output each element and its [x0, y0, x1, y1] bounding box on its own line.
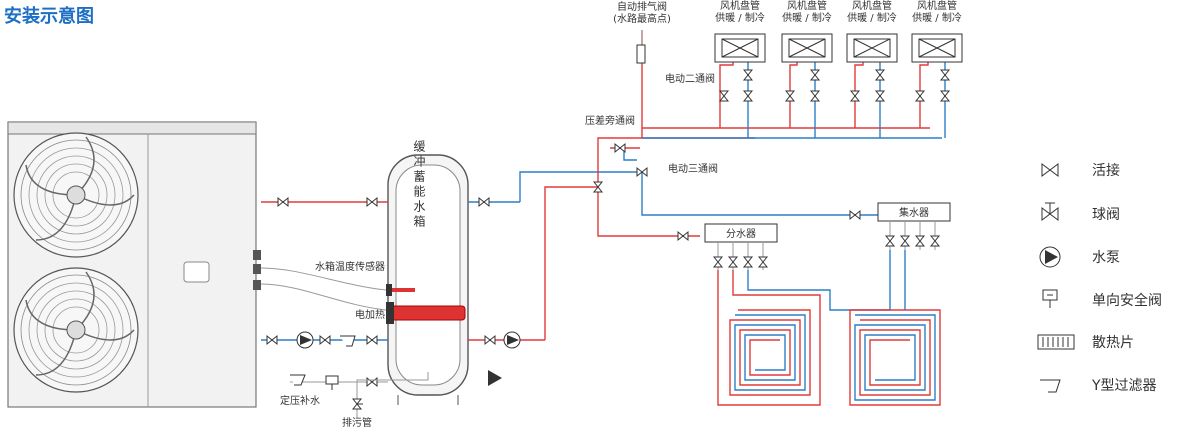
refill-drain — [290, 372, 429, 418]
motor-two-way-label: 电动二通阀 — [665, 72, 715, 85]
page-title: 安装示意图 — [4, 6, 94, 27]
legend-label-radiator: 散热片 — [1092, 335, 1134, 351]
fan-coil-4 — [911, 33, 963, 63]
pipes-tank-system — [468, 171, 637, 341]
legend-label-pump: 水泵 — [1092, 250, 1120, 266]
manifold-return-label: 集水器 — [899, 206, 929, 219]
fan-coil-sub-label-3: 供暖 / 制冷 — [847, 11, 897, 24]
heat-pump-unit — [7, 121, 261, 408]
floor-heating-loops — [717, 250, 941, 406]
drain-pipe-label: 排污管 — [342, 416, 372, 429]
fan-coil-label-3: 风机盘管 — [852, 0, 892, 12]
fan-coil-label-2: 风机盘管 — [787, 0, 827, 12]
fan-coil-3 — [846, 33, 898, 63]
ball-valve-icon — [1041, 202, 1059, 221]
y-filter-icon — [1040, 379, 1061, 393]
union-icon — [1041, 163, 1059, 177]
legend-label-union: 活接 — [1092, 162, 1120, 179]
buffer-tank-label: 缓冲蓄能水箱 — [412, 140, 426, 230]
fan-coil-sub-label-2: 供暖 / 制冷 — [782, 11, 832, 24]
pressure-bypass-label: 压差旁通阀 — [585, 114, 635, 127]
electric-heater-label: 电加热 — [355, 308, 385, 321]
auto-vent-label: 自动排气阀 — [617, 0, 667, 13]
legend-label-ball-valve: 球阀 — [1092, 207, 1120, 223]
buffer-tank — [386, 154, 469, 405]
fan-coil-sub-label-1: 供暖 / 制冷 — [715, 11, 765, 24]
tank-temp-sensor-label: 水箱温度传感器 — [315, 260, 385, 273]
motor-three-way-label: 电动三通阀 — [668, 162, 718, 175]
check-safety-valve-icon — [1042, 289, 1058, 308]
constant-pressure-refill-label: 定压补水 — [280, 394, 320, 407]
water-pump-icon-legend — [1039, 246, 1061, 268]
radiator-icon — [1037, 334, 1075, 350]
legend — [1037, 163, 1075, 393]
fan-coil-sub-label-4: 供暖 / 制冷 — [912, 11, 962, 24]
fan-coil-2 — [781, 33, 833, 63]
legend-label-safety-valve: 单向安全阀 — [1092, 292, 1162, 309]
manifold-supply-label: 分水器 — [726, 228, 756, 240]
fan-coil-label-4: 风机盘管 — [917, 0, 957, 12]
fan-coil-label-1: 风机盘管 — [720, 0, 760, 12]
fan-coil-1 — [714, 33, 766, 63]
legend-label-y-filter: Y型过滤器 — [1091, 378, 1157, 394]
auto-vent-sub-label: (水路最高点) — [613, 12, 671, 25]
